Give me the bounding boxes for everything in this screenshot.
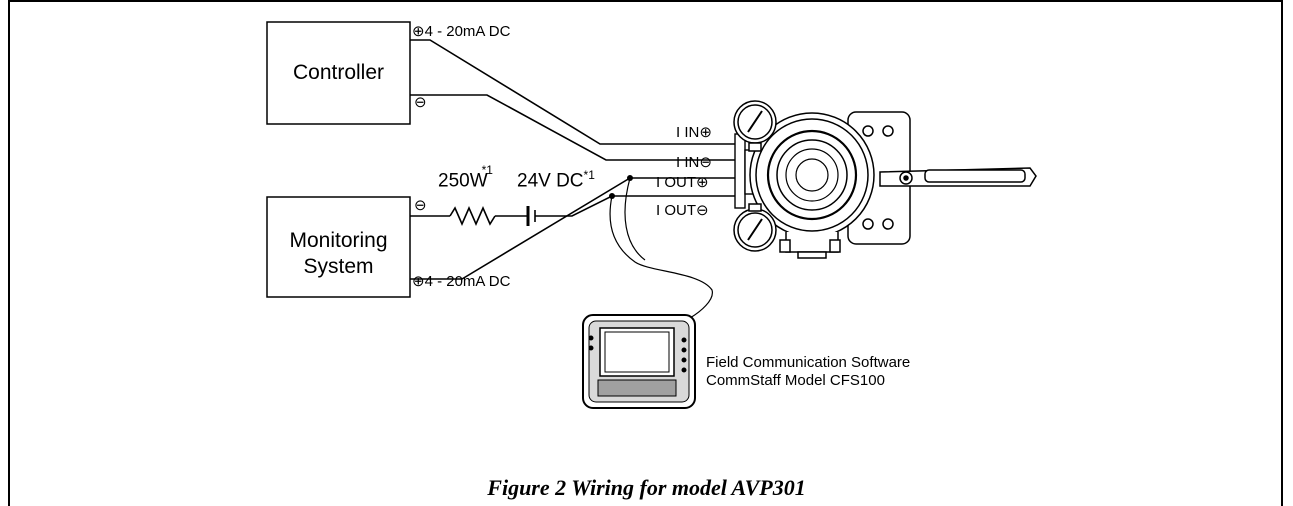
plus-terminal-icon: ⊕ bbox=[696, 174, 709, 191]
plus-terminal-icon: ⊕ bbox=[699, 124, 712, 141]
controller-box bbox=[266, 21, 411, 125]
monitoring-plus-signal: ⊕4 - 20mA DC bbox=[412, 274, 510, 289]
supply-label: 24V DC*1 bbox=[517, 169, 595, 190]
terminal-block bbox=[734, 133, 746, 209]
monitoring-system-box bbox=[266, 196, 411, 298]
monitoring-signal-text: 4 - 20mA DC bbox=[424, 273, 511, 290]
terminal-i-out-plus: I OUT⊕ bbox=[656, 175, 709, 190]
supply-footnote: *1 bbox=[583, 168, 595, 182]
terminal-i-out-minus-text: I OUT bbox=[656, 202, 696, 219]
controller-wires bbox=[410, 39, 735, 161]
communicator-cable bbox=[624, 177, 646, 261]
software-label-line2: CommStaff Model CFS100 bbox=[706, 372, 885, 389]
resistor-footnote: *1 bbox=[481, 163, 493, 177]
minus-terminal-icon: ⊖ bbox=[696, 202, 709, 219]
resistor-value: 250W bbox=[438, 170, 488, 192]
monitoring-system-label-line2: System bbox=[303, 255, 374, 278]
resistor-symbol bbox=[449, 206, 496, 226]
monitoring-system-label-line1: Monitoring bbox=[289, 229, 388, 252]
plus-terminal-icon: ⊕ bbox=[412, 273, 425, 290]
controller-label: Controller bbox=[292, 61, 385, 84]
controller-minus-terminal-icon: ⊖ bbox=[414, 94, 427, 111]
software-label-line1: Field Communication Software bbox=[706, 354, 911, 371]
figure-caption: Figure 2 Wiring for model AVP301 bbox=[487, 475, 806, 500]
minus-terminal-icon: ⊖ bbox=[699, 154, 712, 171]
monitoring-wires bbox=[410, 177, 735, 280]
communicator-laptop bbox=[582, 314, 696, 409]
controller-plus-signal: ⊕4 - 20mA DC bbox=[412, 24, 510, 39]
terminal-i-in-plus: I IN⊕ bbox=[676, 125, 712, 140]
positioner-device bbox=[733, 100, 1037, 259]
figure-frame bbox=[8, 0, 1283, 506]
terminal-i-in-plus-text: I IN bbox=[676, 124, 700, 141]
terminal-i-out-minus: I OUT⊖ bbox=[656, 203, 709, 218]
supply-value: 24V DC bbox=[517, 170, 584, 192]
terminal-i-in-minus-text: I IN bbox=[676, 154, 700, 171]
terminal-i-out-plus-text: I OUT bbox=[656, 174, 696, 191]
monitoring-minus-terminal-icon: ⊖ bbox=[414, 197, 427, 214]
resistor-label: 250W*1 bbox=[438, 164, 499, 192]
terminal-i-in-minus: I IN⊖ bbox=[676, 155, 712, 170]
plus-terminal-icon: ⊕ bbox=[412, 23, 425, 40]
controller-signal-text: 4 - 20mA DC bbox=[424, 23, 511, 40]
communicator-cable bbox=[609, 195, 713, 319]
